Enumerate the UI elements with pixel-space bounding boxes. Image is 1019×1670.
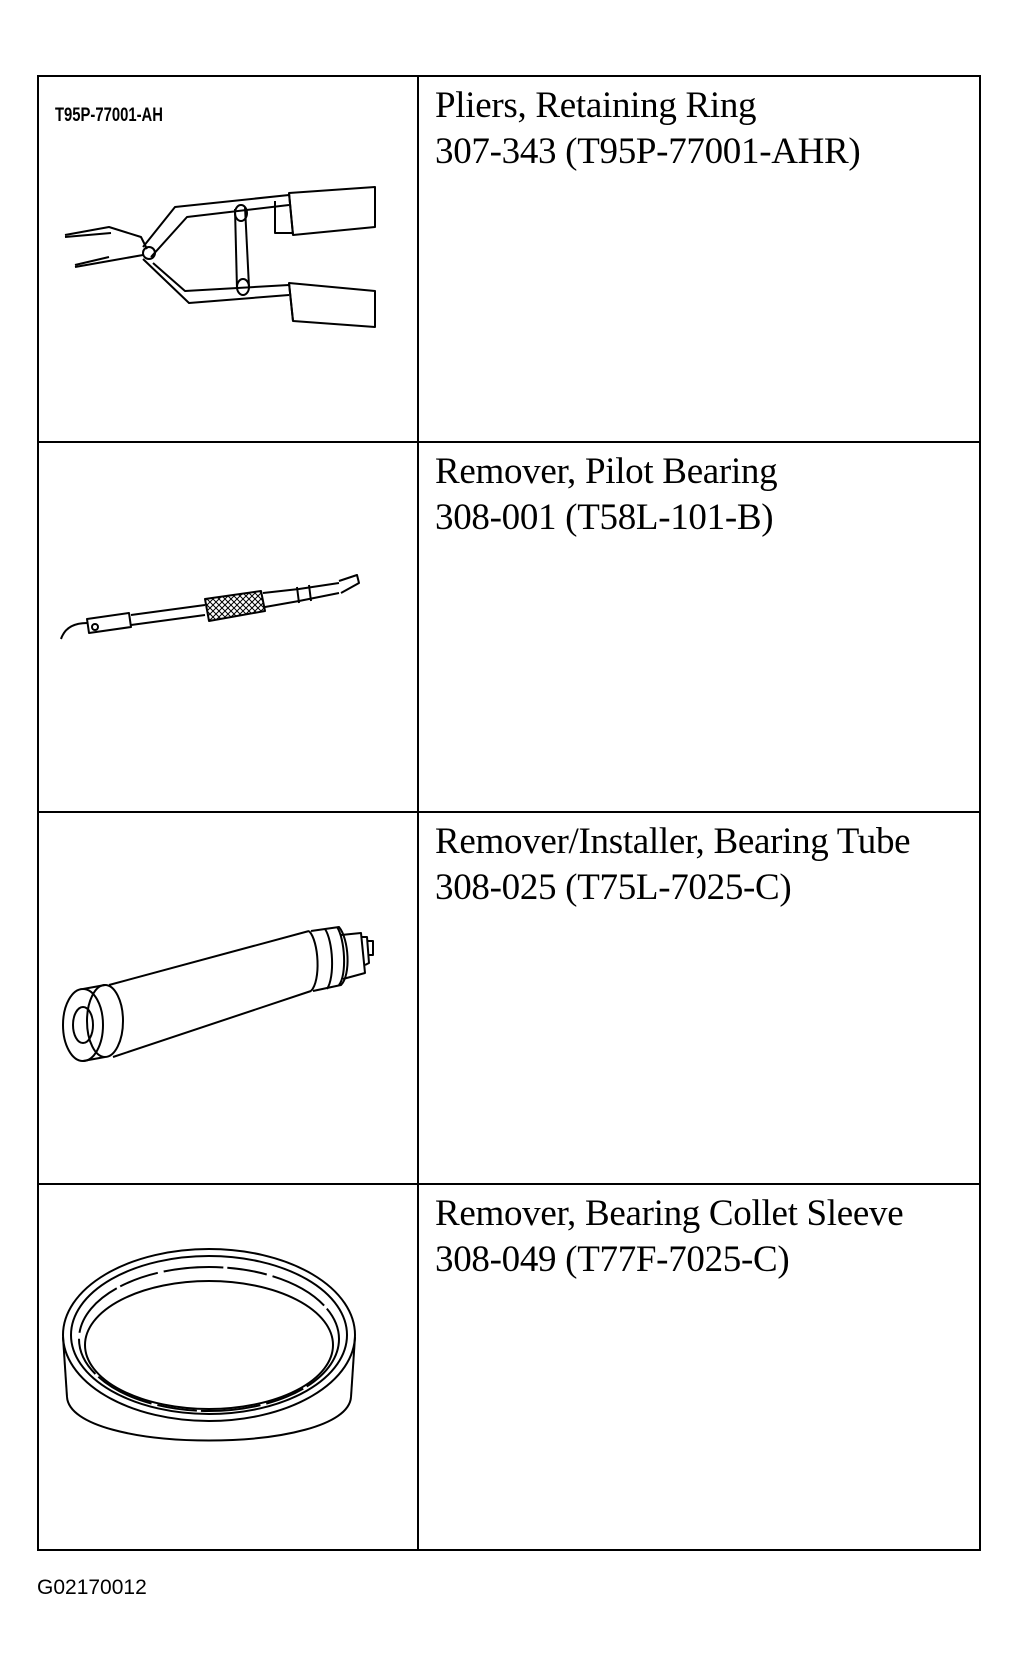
tool-description-cell: Remover, Pilot Bearing 308-001 (T58L-101… — [419, 443, 979, 811]
bearing-tube-tool-icon — [62, 926, 374, 1062]
tool-illustration-cell — [39, 813, 419, 1183]
tool-number: 307-343 (T95P-77001-AHR) — [435, 131, 861, 172]
illustration-label: T95P-77001-AH — [55, 105, 163, 126]
tool-description-cell: Pliers, Retaining Ring 307-343 (T95P-770… — [419, 77, 979, 441]
special-tools-table: T95P-77001-AH — [37, 75, 981, 1551]
tool-name: Remover, Bearing Collet Sleeve — [435, 1193, 904, 1234]
retaining-ring-pliers-icon — [64, 186, 376, 328]
tool-name: Remover/Installer, Bearing Tube — [435, 821, 911, 862]
tool-number: 308-001 (T58L-101-B) — [435, 497, 774, 538]
pilot-bearing-remover-icon — [60, 574, 360, 640]
tool-row: Remover, Pilot Bearing 308-001 (T58L-101… — [39, 443, 979, 813]
tool-illustration-cell: T95P-77001-AH — [39, 77, 419, 441]
tool-illustration-cell — [39, 1185, 419, 1551]
tool-row: Remover, Bearing Collet Sleeve 308-049 (… — [39, 1185, 979, 1551]
tool-number: 308-025 (T75L-7025-C) — [435, 867, 792, 908]
tool-row: T95P-77001-AH — [39, 77, 979, 443]
figure-code: G02170012 — [37, 1576, 147, 1599]
tool-illustration-cell — [39, 443, 419, 811]
tool-name: Remover, Pilot Bearing — [435, 451, 778, 492]
tool-description-cell: Remover/Installer, Bearing Tube 308-025 … — [419, 813, 979, 1183]
tool-number: 308-049 (T77F-7025-C) — [435, 1239, 790, 1280]
tool-row: Remover/Installer, Bearing Tube 308-025 … — [39, 813, 979, 1185]
collet-sleeve-icon — [62, 1248, 356, 1442]
tool-description-cell: Remover, Bearing Collet Sleeve 308-049 (… — [419, 1185, 979, 1551]
tool-name: Pliers, Retaining Ring — [435, 85, 757, 126]
